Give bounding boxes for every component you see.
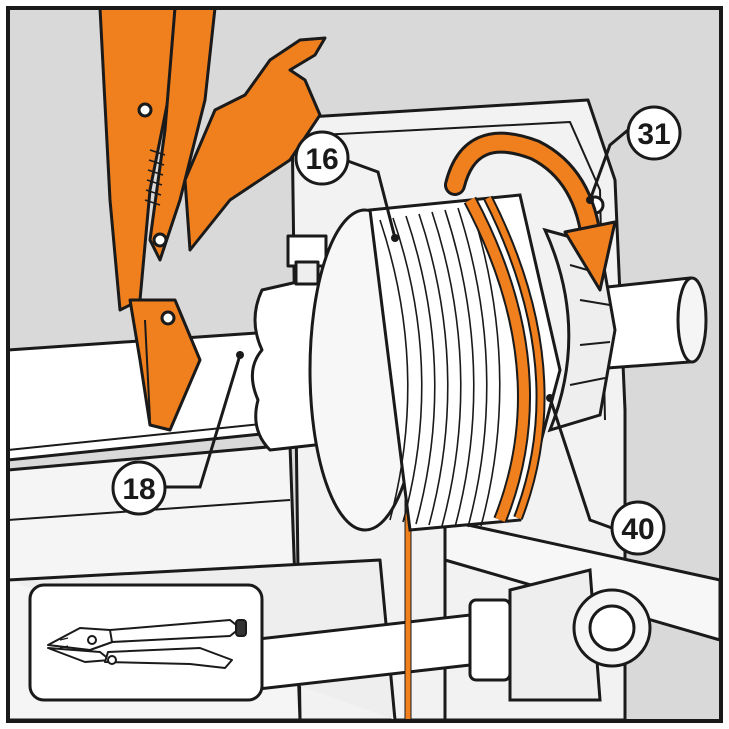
figure-border [6,6,723,723]
lower-shaft [248,568,652,702]
leader-dot-40 [546,394,554,402]
callout-label-18: 18 [122,473,155,506]
tool-inset [28,583,264,702]
callout-label-31: 31 [637,118,670,151]
leader-dot-31 [586,196,594,204]
callout-label-16: 16 [305,143,338,176]
leader-dot-18 [236,351,244,359]
leader-dot-16 [391,234,399,242]
cable-drum [308,193,562,532]
spring-coil [463,195,546,523]
locking-pliers-icon [98,6,327,432]
callout-16: 16 [294,130,350,186]
leader-lines [163,128,629,530]
callout-18: 18 [111,460,167,516]
callout-40: 40 [610,500,666,556]
locking-pliers-inset-icon [47,619,247,669]
curved-arrow-icon [444,131,617,292]
lift-cable [404,499,412,721]
inset-frame [28,583,264,702]
callout-label-40: 40 [621,513,654,546]
callout-31: 31 [626,105,682,161]
